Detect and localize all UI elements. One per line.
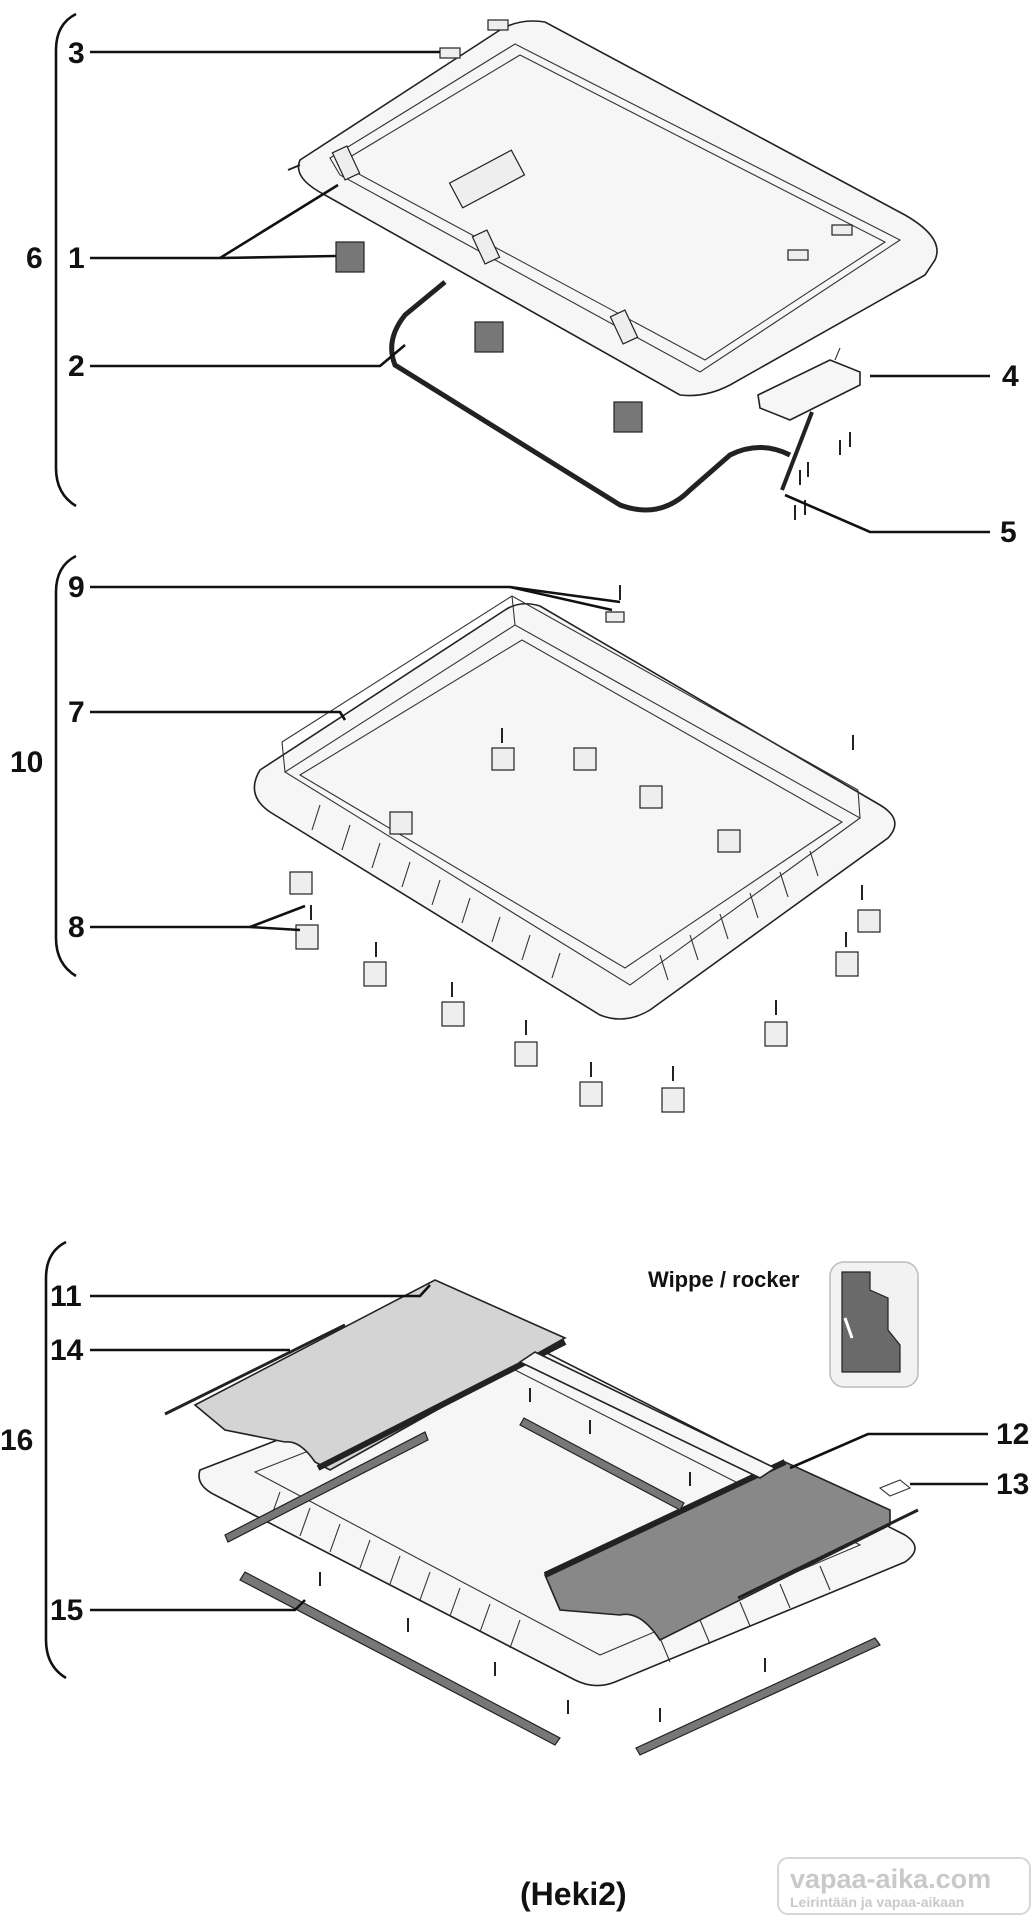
blind-assembly: 11 14 16 12 13 15 Wippe / rocker [0, 1240, 1029, 1756]
bracket-16 [44, 1240, 67, 1680]
lock-clip-right-1 [787, 249, 809, 261]
label-6: 6 [26, 242, 43, 275]
label-13: 13 [996, 1468, 1029, 1501]
rod-left [164, 1323, 346, 1416]
cross-bar [518, 1351, 777, 1479]
lid-inner-frame [329, 43, 902, 373]
hinge-left [331, 145, 361, 181]
watermark: vapaa-aika.com Leirintään ja vapaa-aikaa… [777, 1857, 1031, 1915]
frame-corner-left [281, 741, 286, 773]
clip-1 [295, 924, 319, 950]
lock-rod [780, 411, 814, 491]
screw-cover [605, 611, 625, 623]
lid-assembly: 3 1 2 6 4 5 [26, 12, 1019, 549]
flyscreen-panel [193, 1279, 567, 1471]
label-8: 8 [68, 911, 85, 944]
hinge-pad-2 [474, 321, 504, 353]
hinge-right [609, 309, 639, 345]
blind-panel [543, 1461, 891, 1642]
label-11: 11 [50, 1280, 82, 1313]
lid-leader-lines [90, 50, 990, 534]
clip-inner-3 [639, 785, 663, 809]
clip-5 [579, 1081, 603, 1107]
lock-clip-top-2 [487, 19, 509, 31]
hinge-pad-1 [335, 241, 365, 273]
clip-inner-5 [389, 811, 413, 835]
seal-strips [224, 1417, 881, 1756]
label-12: 12 [996, 1418, 1029, 1451]
diagram-title: (Heki2) [520, 1876, 627, 1912]
frame-wall-inner [298, 639, 844, 969]
clip-2 [363, 961, 387, 987]
clip-inner-1 [491, 747, 515, 771]
blind-screws [319, 1388, 766, 1722]
frame-ribs [311, 804, 819, 981]
frame-flange [253, 602, 896, 1020]
blind-leader-lines [90, 1284, 988, 1612]
watermark-frame [777, 1857, 1031, 1915]
hinge-center [471, 229, 501, 265]
watermark-tagline: Leirintään ja vapaa-aikaan [790, 1894, 964, 1910]
label-10: 10 [10, 746, 43, 779]
frame-screws [310, 585, 863, 1081]
label-16: 16 [0, 1424, 33, 1457]
clip-9 [857, 909, 881, 933]
hinge-pad-3 [613, 401, 643, 433]
blind-rail [543, 1459, 787, 1578]
label-14: 14 [50, 1334, 84, 1367]
label-3: 3 [68, 37, 85, 70]
label-1: 1 [68, 242, 85, 275]
frame-corner-back [511, 595, 516, 626]
rocker-inset [829, 1261, 919, 1388]
end-clip [878, 1479, 912, 1497]
rocker-profile [841, 1271, 901, 1373]
label-15: 15 [50, 1594, 83, 1627]
rocker-callout: Wippe / rocker [648, 1267, 800, 1292]
locking-mechanism [757, 359, 861, 421]
clip-3 [441, 1001, 465, 1027]
rod-right [737, 1508, 919, 1600]
watermark-site: vapaa-aika.com [790, 1864, 991, 1894]
bracket-10 [54, 554, 77, 978]
clip-4 [514, 1041, 538, 1067]
frame-assembly: 9 7 8 10 [10, 554, 896, 1113]
label-4: 4 [1002, 360, 1019, 393]
rocker-lever [843, 1317, 854, 1339]
label-7: 7 [68, 696, 85, 729]
label-9: 9 [68, 571, 85, 604]
label-2: 2 [68, 350, 85, 383]
clip-7 [764, 1021, 788, 1047]
gasket-seal [389, 280, 792, 513]
lid-screws [287, 164, 851, 520]
lock-tab [834, 347, 841, 361]
center-latch [448, 149, 526, 209]
clip-inner-2 [573, 747, 597, 771]
inner-frame-ribs [269, 1491, 831, 1663]
clip-inner-4 [717, 829, 741, 853]
clip-8 [835, 951, 859, 977]
frame-leader-lines [90, 585, 621, 932]
frame-corner-right [857, 789, 861, 819]
lid-panel [297, 20, 938, 397]
bracket-6 [54, 12, 77, 508]
mounting-clips [289, 747, 881, 1113]
lock-clip-right-2 [831, 224, 853, 236]
lock-clip-top-1 [439, 47, 461, 59]
clip-inner-6 [289, 871, 313, 895]
clip-6 [661, 1087, 685, 1113]
label-5: 5 [1000, 516, 1017, 549]
